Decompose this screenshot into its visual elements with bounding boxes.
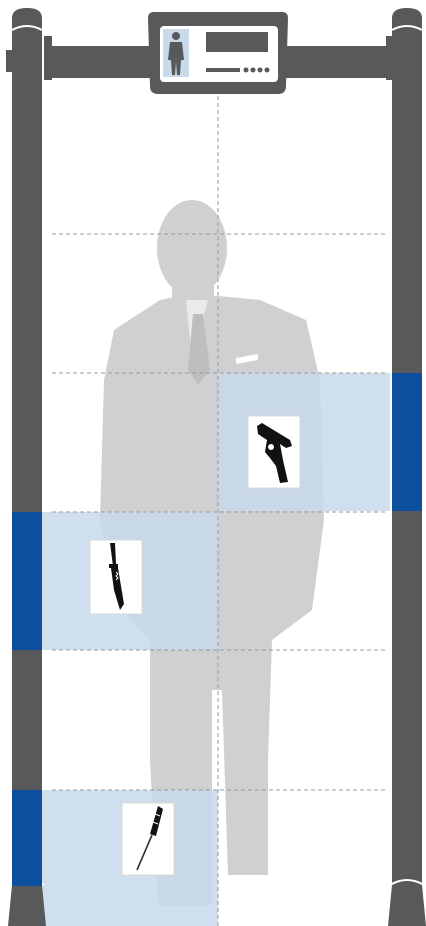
right-pillar [386, 8, 426, 926]
control-panel [148, 12, 288, 94]
indicator-light-3 [258, 68, 263, 73]
left-zone-indicator-3 [12, 512, 42, 650]
left-pillar-bracket [6, 50, 12, 72]
knife-card [90, 540, 142, 614]
control-panel-display [206, 32, 268, 52]
indicator-light-2 [251, 68, 256, 73]
revolver-card [248, 416, 300, 488]
indicator-light-4 [265, 68, 270, 73]
zone-highlight-right-2 [218, 373, 390, 511]
left-zone-indicator-5 [12, 790, 42, 886]
indicator-light-1 [244, 68, 249, 73]
left-pillar [6, 8, 46, 926]
screwdriver-card-bg [122, 803, 174, 875]
right-zone-indicator-2 [392, 373, 422, 511]
control-panel-slot [206, 68, 240, 72]
screwdriver-card [122, 803, 174, 875]
crossbar-left-bracket [44, 36, 52, 80]
left-pillar-body [8, 8, 46, 926]
